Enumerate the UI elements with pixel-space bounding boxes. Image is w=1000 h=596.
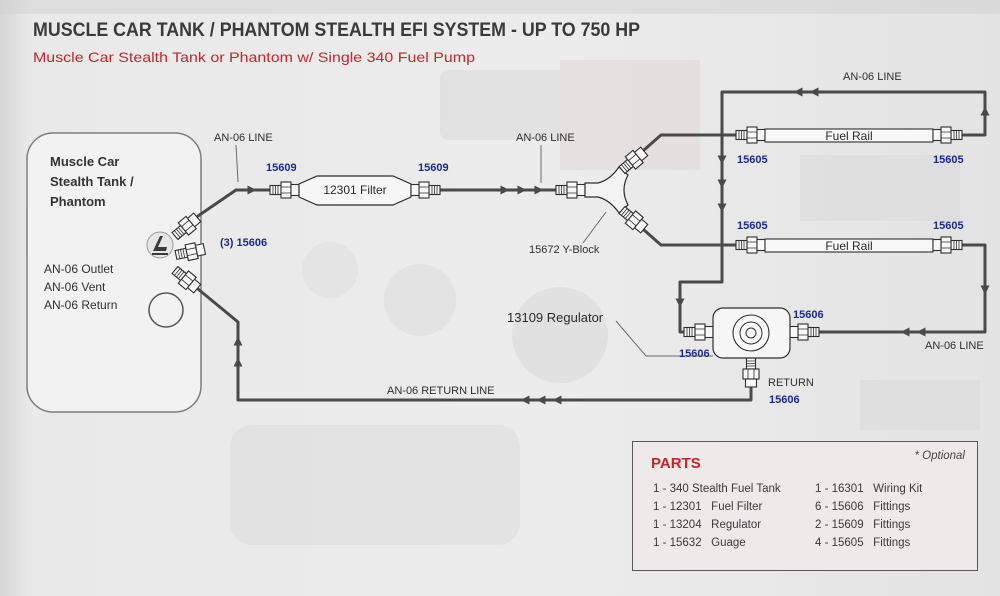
flow-arrow-icon: [717, 203, 727, 213]
parts-list-right: 1 - 16301 Wiring Kit 6 - 15606 Fittings …: [815, 480, 922, 552]
pump-logo-icon: [146, 231, 174, 259]
flow-arrow-icon: [900, 327, 910, 337]
flow-arrow-icon: [980, 106, 990, 116]
part-number-regulator-return: 15606: [769, 394, 800, 406]
rail-1-label: Fuel Rail: [825, 129, 872, 143]
parts-heading: PARTS: [651, 455, 701, 472]
tank-name-line: Muscle Car: [50, 154, 119, 169]
flow-arrow-icon: [500, 185, 510, 195]
part-number-rail-2-outlet: 15605: [933, 220, 964, 232]
yblock-body: [584, 166, 629, 214]
part-number-rail-2-inlet: 15605: [737, 220, 768, 232]
leader-line: [615, 320, 713, 357]
flow-arrow-icon: [233, 336, 243, 346]
part-number-regulator-inlet: 15606: [679, 348, 710, 360]
flow-arrow-icon: [517, 185, 527, 195]
fuel-line-rail-to-regulator: [817, 243, 987, 334]
parts-list-item: 1 - 12301 Fuel Filter: [653, 501, 763, 513]
yblock-inlet-fitting: [555, 181, 586, 199]
line-label-crossover: AN-06 LINE: [843, 71, 902, 83]
page-subtitle: Muscle Car Stealth Tank or Phantom w/ Si…: [33, 49, 475, 65]
fuel-line-tank-to-filter: [196, 188, 272, 218]
line-label-filter-to-yblock: AN-06 LINE: [516, 132, 575, 144]
optional-note: * Optional: [914, 450, 965, 462]
tank-name-line: Phantom: [50, 194, 106, 209]
fuel-tank: Muscle Car Stealth Tank / Phantom AN-06 …: [26, 132, 202, 413]
flow-arrow-icon: [552, 395, 562, 405]
flow-arrow-icon: [520, 395, 530, 405]
fuel-line-return: [196, 287, 753, 402]
flow-arrow-icon: [536, 395, 546, 405]
line-label-return: AN-06 RETURN LINE: [387, 385, 495, 397]
rail-1-outlet-fitting: [932, 126, 963, 144]
parts-list-item: 6 - 15606 Fittings: [815, 501, 911, 513]
page-title: MUSCLE CAR TANK / PHANTOM STEALTH EFI SY…: [33, 20, 640, 41]
leader-line: [582, 211, 607, 244]
tank-body: [26, 132, 202, 413]
fuel-filter: 12301 Filter: [269, 175, 441, 206]
flow-arrow-icon: [247, 185, 257, 195]
flow-arrow-icon: [793, 87, 803, 97]
y-block: [555, 144, 650, 236]
tank-name-line: Stealth Tank /: [50, 174, 134, 189]
regulator-diaphragm: [732, 314, 770, 352]
parts-list-item: 1 - 340 Stealth Fuel Tank: [653, 483, 781, 495]
rail-2-outlet-fitting: [932, 236, 963, 254]
filter-label: 12301 Filter: [323, 183, 386, 197]
parts-box: PARTS * Optional 1 - 340 Stealth Fuel Ta…: [632, 441, 978, 571]
flow-arrow-icon: [675, 298, 685, 308]
flow-arrow-icon: [809, 87, 819, 97]
flow-arrow-icon: [916, 327, 926, 337]
parts-list-item: 1 - 16301 Wiring Kit: [815, 483, 923, 495]
filter-inlet-fitting: [269, 181, 300, 199]
fuel-rail-1: Fuel Rail: [735, 126, 963, 144]
parts-list-left: 1 - 340 Stealth Fuel Tank 1 - 12301 Fuel…: [653, 480, 781, 552]
regulator-return-fitting: [742, 357, 760, 388]
line-label-rail-to-regulator: AN-06 LINE: [925, 340, 984, 352]
part-number-filter-outlet: 15609: [418, 162, 449, 174]
regulator-outlet-fitting: [789, 323, 820, 341]
part-number-tank-fittings: (3) 15606: [220, 237, 267, 249]
rail-2-inlet-fitting: [735, 236, 766, 254]
part-number-regulator-outlet: 15606: [793, 309, 824, 321]
filter-body: [298, 175, 412, 206]
regulator-adjuster: [739, 321, 763, 345]
tank-port-vent: AN-06 Vent: [44, 280, 106, 294]
parts-list-item: 1 - 13204 Regulator: [653, 519, 762, 531]
yblock-label: 15672 Y-Block: [529, 244, 600, 256]
regulator-return-label: RETURN: [768, 377, 814, 389]
flow-arrow-icon: [717, 179, 727, 189]
flow-arrow-icon: [534, 185, 544, 195]
parts-list-item: 4 - 15605 Fittings: [815, 537, 911, 549]
regulator-inlet-fitting: [683, 323, 714, 341]
parts-list-item: 2 - 15609 Fittings: [815, 519, 911, 531]
rail-1-inlet-fitting: [735, 126, 766, 144]
tank-port-outlet: AN-06 Outlet: [44, 262, 114, 276]
parts-list-item: 1 - 15632 Guage: [653, 537, 746, 549]
fuel-line-yblock-to-rail-2: [642, 228, 738, 247]
part-number-filter-inlet: 15609: [266, 162, 297, 174]
fuel-line-yblock-to-rail-1: [642, 133, 738, 152]
fuel-rail-2: Fuel Rail: [735, 236, 963, 254]
rail-2-label: Fuel Rail: [825, 239, 872, 253]
part-number-rail-1-inlet: 15605: [737, 154, 768, 166]
leader-line: [235, 144, 239, 183]
regulator-label: 13109 Regulator: [507, 310, 604, 325]
fuel-regulator: [683, 307, 820, 388]
filter-outlet-fitting: [410, 181, 441, 199]
flow-arrow-icon: [717, 155, 727, 165]
flow-arrow-icon: [233, 357, 243, 367]
tank-port-return: AN-06 Return: [44, 298, 117, 312]
background-texture: [0, 0, 1000, 545]
regulator-center: [745, 327, 757, 339]
part-number-rail-1-outlet: 15605: [933, 154, 964, 166]
flow-arrow-icon: [980, 285, 990, 295]
line-label-tank-to-filter: AN-06 LINE: [214, 132, 273, 144]
return-port-circle: [148, 292, 184, 328]
